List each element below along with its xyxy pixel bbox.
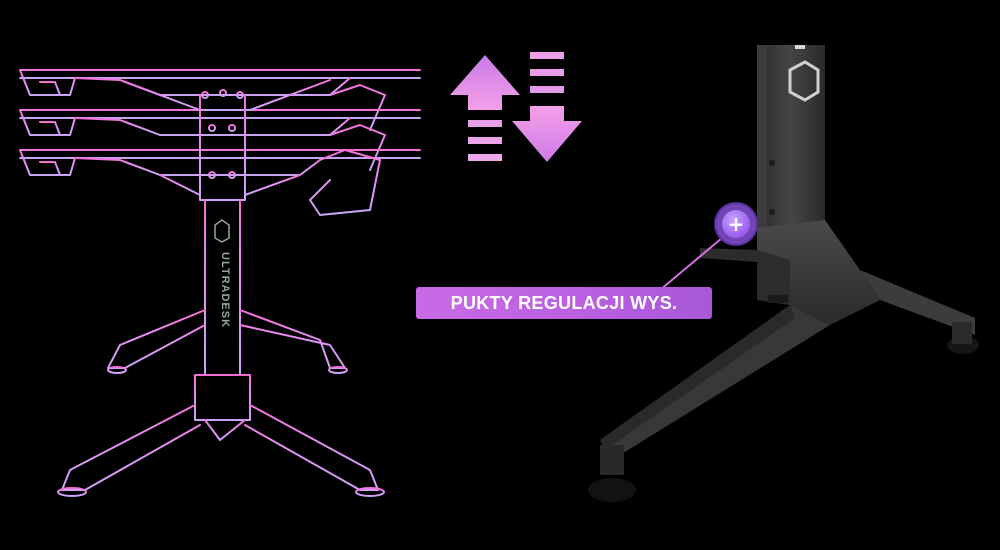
plus-icon: + (722, 210, 750, 238)
ultradesk-logo-icon: ULTRADESK (214, 219, 231, 328)
metal-desk-stand (588, 45, 979, 502)
wireframe-desk-illustration (19, 69, 421, 497)
desk-top-low (19, 149, 421, 216)
height-adjust-label: PUKTY REGULACJI WYS. (416, 287, 712, 319)
hotspot-symbol: + (727, 212, 745, 236)
column-brand-text: ULTRADESK (219, 252, 231, 328)
frame-brace (119, 79, 331, 201)
callout-connector (659, 237, 723, 291)
height-adjust-hotspot[interactable]: + (714, 202, 758, 246)
desk-top-mid (19, 109, 421, 171)
desk-top-high (19, 69, 421, 131)
height-adjust-arrows-icon (450, 52, 582, 162)
height-adjust-label-text: PUKTY REGULACJI WYS. (450, 292, 678, 313)
front-legs (57, 366, 385, 497)
